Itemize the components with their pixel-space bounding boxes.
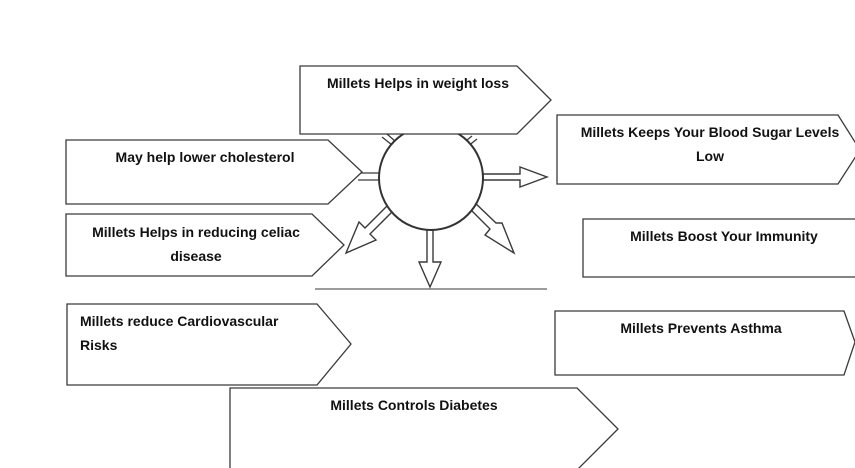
benefit-cardiovascular-line2: Risks — [80, 337, 118, 353]
benefit-weight-loss-text: Millets Helps in weight loss — [327, 75, 509, 91]
benefit-asthma: Millets Prevents Asthma — [554, 310, 855, 376]
arrow-right — [479, 165, 550, 189]
benefit-immunity-text: Millets Boost Your Immunity — [630, 228, 818, 244]
benefit-cardiovascular-line1: Millets reduce Cardiovascular — [80, 313, 279, 329]
arrow-down — [417, 221, 443, 289]
benefit-cholesterol: May help lower cholesterol — [65, 139, 363, 205]
benefit-blood-sugar-line2: Low — [696, 148, 724, 164]
benefit-diabetes: Millets Controls Diabetes — [229, 387, 619, 468]
center-hub — [378, 125, 484, 231]
benefit-cholesterol-text: May help lower cholesterol — [116, 149, 295, 165]
benefit-asthma-text: Millets Prevents Asthma — [620, 320, 782, 336]
benefit-weight-loss: Millets Helps in weight loss — [299, 65, 552, 135]
benefit-blood-sugar: Millets Keeps Your Blood Sugar Levels Lo… — [556, 114, 855, 185]
benefit-celiac: Millets Helps in reducing celiac disease — [65, 213, 345, 277]
benefit-cardiovascular: Millets reduce Cardiovascular Risks — [66, 303, 352, 386]
benefit-diabetes-text: Millets Controls Diabetes — [330, 397, 497, 413]
benefit-blood-sugar-line1: Millets Keeps Your Blood Sugar Levels — [581, 124, 840, 140]
benefit-celiac-line1: Millets Helps in reducing celiac — [92, 224, 300, 240]
arrow-down-left — [344, 203, 394, 255]
benefit-immunity: Millets Boost Your Immunity — [582, 218, 855, 278]
benefit-celiac-line2: disease — [170, 248, 222, 264]
